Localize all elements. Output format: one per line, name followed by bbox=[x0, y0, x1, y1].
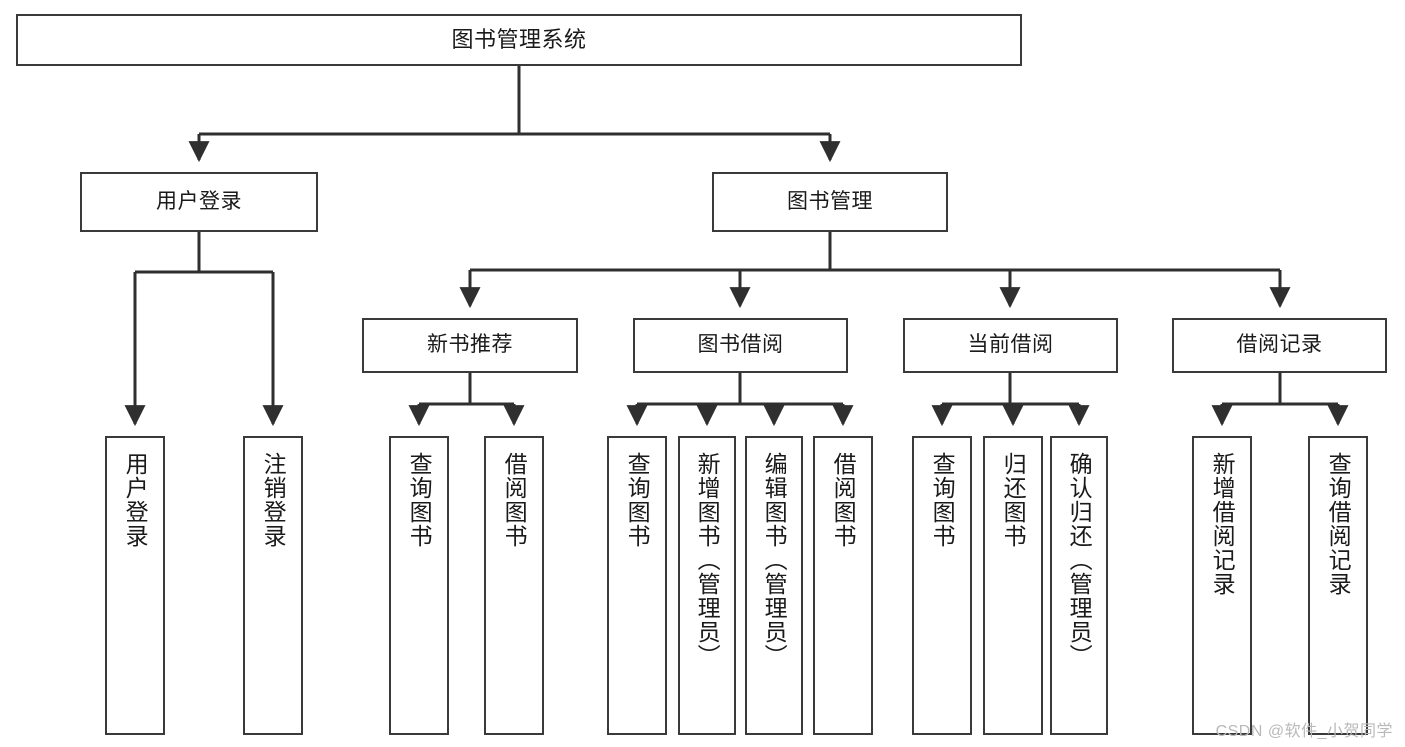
watermark: CSDN @软件_小贺同学 bbox=[1215, 723, 1393, 740]
node-leaf-edit-book[interactable]: 编辑图书（管理员） bbox=[745, 436, 803, 735]
node-user-login-label: 用户登录 bbox=[156, 189, 242, 213]
node-leaf-confirm-return-label: 确认归还（管理员） bbox=[1066, 452, 1093, 668]
node-leaf-query-book-2[interactable]: 查询图书 bbox=[607, 436, 667, 735]
node-leaf-user-login-label: 用户登录 bbox=[122, 452, 149, 548]
node-user-login[interactable]: 用户登录 bbox=[80, 172, 318, 232]
node-leaf-add-book-label: 新增图书（管理员） bbox=[694, 452, 721, 668]
node-new-book-rec-label: 新书推荐 bbox=[427, 333, 513, 357]
node-leaf-return-book[interactable]: 归还图书 bbox=[983, 436, 1043, 735]
node-root[interactable]: 图书管理系统 bbox=[16, 14, 1022, 66]
node-current-borrow-label: 当前借阅 bbox=[967, 333, 1054, 357]
node-borrow-record[interactable]: 借阅记录 bbox=[1172, 318, 1387, 373]
node-leaf-query-book-2-label: 查询图书 bbox=[624, 452, 651, 548]
node-book-manage-label: 图书管理 bbox=[787, 189, 873, 213]
node-leaf-query-book-1[interactable]: 查询图书 bbox=[389, 436, 449, 735]
node-book-borrow[interactable]: 图书借阅 bbox=[633, 318, 848, 373]
node-leaf-query-record-label: 查询借阅记录 bbox=[1325, 452, 1352, 596]
node-leaf-query-record[interactable]: 查询借阅记录 bbox=[1308, 436, 1368, 735]
node-leaf-user-logout[interactable]: 注销登录 bbox=[243, 436, 303, 735]
node-new-book-rec[interactable]: 新书推荐 bbox=[362, 318, 578, 373]
node-leaf-add-record-label: 新增借阅记录 bbox=[1209, 452, 1236, 596]
node-leaf-borrow-book-2[interactable]: 借阅图书 bbox=[813, 436, 873, 735]
node-borrow-record-label: 借阅记录 bbox=[1236, 333, 1323, 357]
node-leaf-query-book-3[interactable]: 查询图书 bbox=[912, 436, 972, 735]
node-leaf-borrow-book-1[interactable]: 借阅图书 bbox=[484, 436, 544, 735]
node-current-borrow[interactable]: 当前借阅 bbox=[903, 318, 1118, 373]
node-leaf-return-book-label: 归还图书 bbox=[1000, 452, 1027, 548]
node-leaf-confirm-return[interactable]: 确认归还（管理员） bbox=[1050, 436, 1108, 735]
node-book-borrow-label: 图书借阅 bbox=[697, 333, 784, 357]
node-leaf-borrow-book-1-label: 借阅图书 bbox=[501, 452, 528, 548]
node-leaf-user-login[interactable]: 用户登录 bbox=[105, 436, 165, 735]
node-leaf-borrow-book-2-label: 借阅图书 bbox=[830, 452, 857, 548]
node-leaf-add-record[interactable]: 新增借阅记录 bbox=[1192, 436, 1252, 735]
node-leaf-query-book-3-label: 查询图书 bbox=[929, 452, 956, 548]
node-leaf-query-book-1-label: 查询图书 bbox=[406, 452, 433, 548]
node-book-manage[interactable]: 图书管理 bbox=[712, 172, 948, 232]
node-leaf-edit-book-label: 编辑图书（管理员） bbox=[761, 452, 788, 668]
node-root-label: 图书管理系统 bbox=[451, 27, 587, 53]
node-leaf-add-book[interactable]: 新增图书（管理员） bbox=[678, 436, 736, 735]
node-leaf-user-logout-label: 注销登录 bbox=[260, 452, 287, 548]
